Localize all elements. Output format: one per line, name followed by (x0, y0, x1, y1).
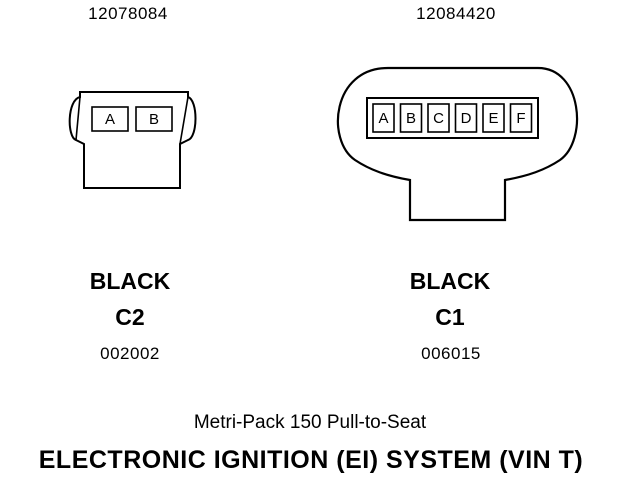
system-title: ELECTRONIC IGNITION (EI) SYSTEM (VIN T) (38, 446, 584, 474)
c2-pin-b (135, 106, 173, 132)
c2-pin-a (91, 106, 129, 132)
c1-designation: C1 (435, 304, 465, 330)
c1-pin-f (509, 103, 533, 133)
c1-pin-label-c: C (433, 110, 444, 127)
c2-pin-label-a: A (105, 111, 115, 128)
c2-connector-body (68, 91, 197, 189)
c2-pin-label-b: B (149, 111, 159, 128)
c1-pin-e (482, 103, 505, 133)
c1-reference-number: 006015 (421, 344, 481, 363)
c1-pin-label-b: B (406, 110, 416, 127)
c1-pin-label-e: E (488, 110, 498, 127)
c1-pin-c (427, 103, 450, 133)
c1-part-number: 12084420 (416, 4, 496, 23)
c2-designation: C2 (115, 304, 145, 330)
c1-pin-a (372, 103, 395, 133)
c2-color-label: BLACK (89, 268, 171, 294)
c1-connector-body (336, 66, 579, 222)
c1-pin-b (399, 103, 423, 133)
c1-color-label: BLACK (409, 268, 491, 294)
c2-part-number: 12078084 (88, 4, 168, 23)
c1-pin-cavity (366, 97, 539, 139)
c1-pin-label-f: F (516, 110, 525, 127)
connector-type-subtitle: Metri-Pack 150 Pull-to-Seat (193, 412, 427, 433)
c2-reference-number: 002002 (100, 344, 160, 363)
c1-pin-d (454, 103, 478, 133)
c1-pin-label-d: D (461, 110, 472, 127)
c1-pin-label-a: A (378, 110, 388, 127)
